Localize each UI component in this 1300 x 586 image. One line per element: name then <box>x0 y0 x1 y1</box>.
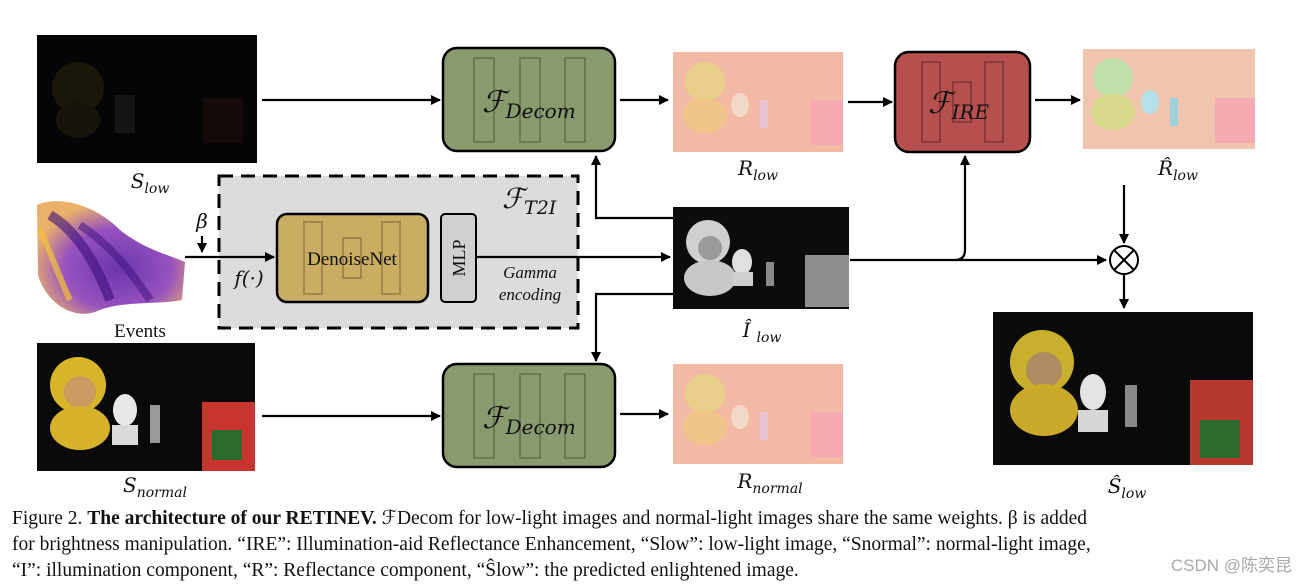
caption-title: The architecture of our RETINEV. <box>87 508 377 529</box>
architecture-diagram: ℱDecom ℱIRE ℱT2I ℱDecom DenoiseNet MLP G… <box>37 35 1255 500</box>
i-hat-low-image <box>673 207 849 309</box>
gamma-encoding-line2: encoding <box>499 285 561 304</box>
s-normal-label: Snormal <box>123 473 187 500</box>
ire-module <box>893 50 1032 154</box>
s-hat-low-image <box>993 312 1253 465</box>
r-normal-label: Rnormal <box>736 469 802 497</box>
caption-line-1-rest: ℱDecom for low-light images and normal-l… <box>376 508 1088 529</box>
events-image <box>37 201 185 314</box>
denoisenet-module <box>275 212 430 304</box>
decom-bottom-module <box>441 362 617 469</box>
multiply-operator <box>1109 245 1139 275</box>
s-hat-low-label: Ŝlow <box>1108 473 1147 500</box>
caption-line-3: “I”: illumination component, “R”: Reflec… <box>12 560 799 581</box>
r-hat-low-image <box>1083 49 1255 149</box>
ire-label: ℱIRE <box>928 86 990 124</box>
figure-caption: Figure 2. The architecture of our RETINE… <box>12 506 1292 584</box>
r-hat-low-label: R̂low <box>1157 156 1198 184</box>
s-normal-image <box>37 343 255 471</box>
caption-line-2: for brightness manipulation. “IRE”: Illu… <box>12 534 1091 555</box>
events-label: Events <box>114 321 166 342</box>
f-dot-label: f(·) <box>232 266 263 290</box>
arrows <box>185 95 1129 421</box>
figure-label: Figure 2. <box>12 508 83 529</box>
s-low-label: Slow <box>131 169 170 197</box>
gamma-encoding-line1: Gamma <box>503 263 557 282</box>
r-normal-image <box>673 364 843 464</box>
r-low-image <box>673 52 843 152</box>
denoisenet-label: DenoiseNet <box>307 249 397 270</box>
r-low-label: Rlow <box>737 156 778 184</box>
decom-top-module <box>441 46 617 153</box>
s-low-image <box>37 35 257 163</box>
beta-label: β <box>195 209 208 233</box>
csdn-watermark: CSDN @陈奕昆 <box>1170 556 1292 575</box>
caption-line-1: Figure 2. The architecture of our RETINE… <box>12 506 1292 532</box>
mlp-label: MLP <box>449 239 469 276</box>
